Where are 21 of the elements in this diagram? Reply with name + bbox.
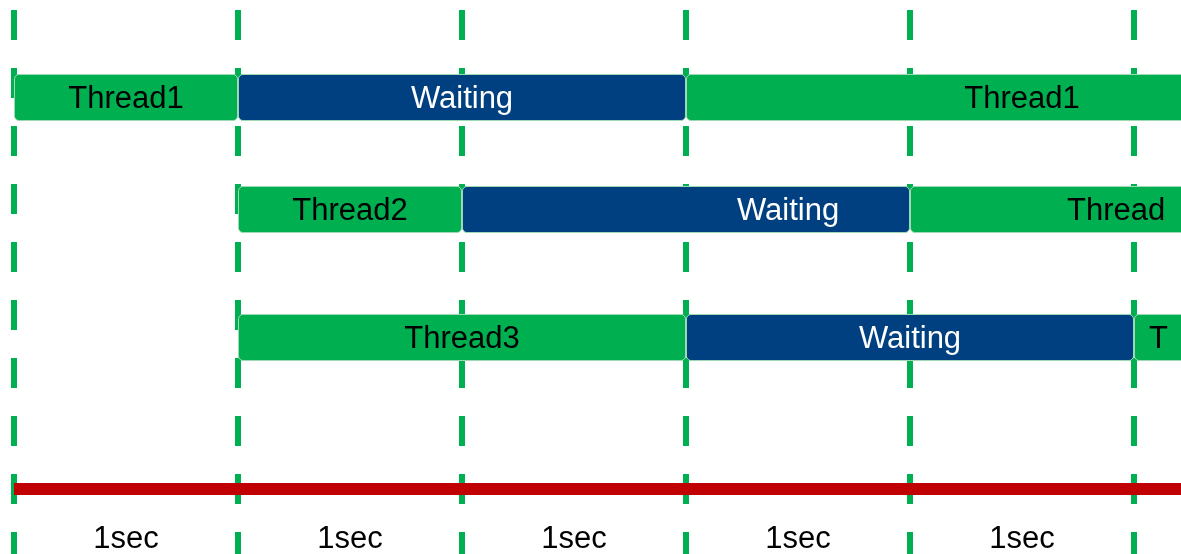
bar-label: Thread2 (292, 194, 408, 225)
interval-label: 1sec (540, 522, 608, 553)
bar-label: Waiting (858, 322, 962, 353)
bar-label: Thread1 (68, 82, 184, 113)
bar-label: Thread (1067, 194, 1166, 225)
waiting-bar (462, 186, 910, 233)
bar-label: Thread1 (964, 82, 1080, 113)
waiting-bar (686, 314, 1134, 361)
bar-label: Waiting (737, 194, 840, 225)
thread-bar (238, 314, 686, 361)
interval-label: 1sec (316, 522, 384, 553)
thread-bar (686, 74, 1181, 121)
interval-label: 1sec (764, 522, 832, 553)
bar-label: Thread3 (404, 322, 520, 353)
thread-bar (14, 74, 238, 121)
interval-label: 1sec (988, 522, 1056, 553)
bar-label: T (1149, 322, 1168, 353)
waiting-bar (238, 74, 686, 121)
thread-bar (238, 186, 462, 233)
bar-label: Waiting (410, 82, 514, 113)
interval-label: 1sec (92, 522, 160, 553)
